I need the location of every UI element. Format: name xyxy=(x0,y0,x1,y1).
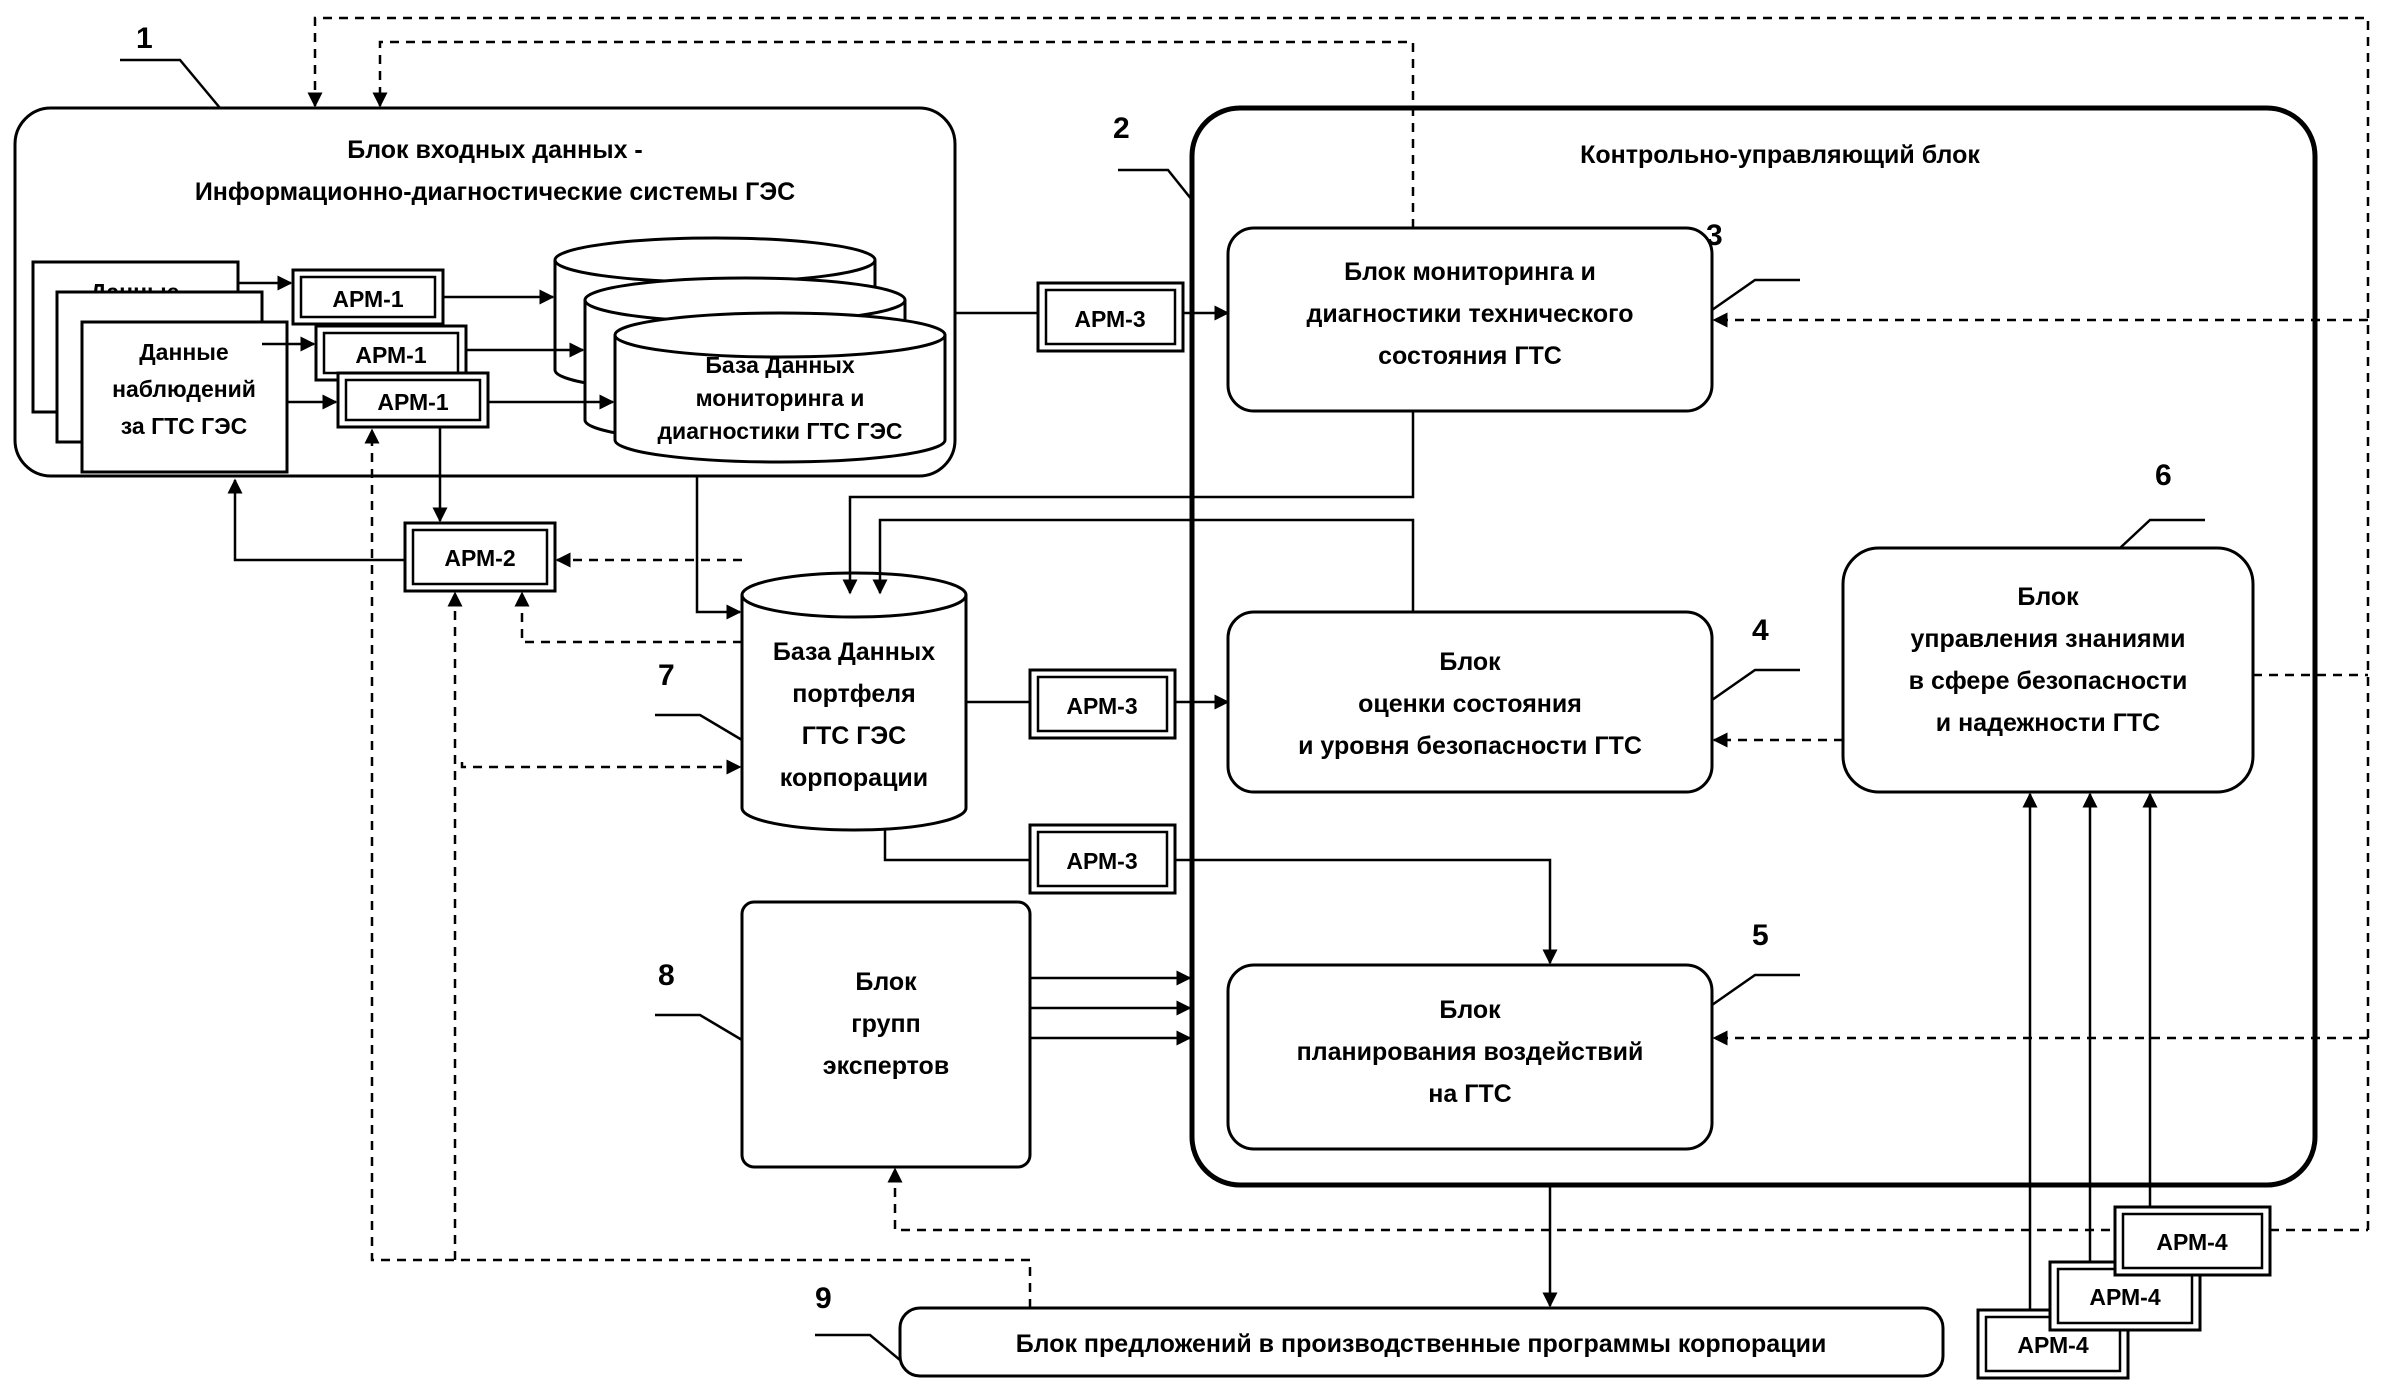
expert-groups-block xyxy=(740,900,1032,1169)
planning-line-3: на ГТС xyxy=(1428,1080,1511,1108)
experts-line-2: групп xyxy=(851,1010,920,1038)
monitoring-line-1: Блок мониторинга и xyxy=(1344,258,1596,286)
arm3-workstation-middle: АРМ-3 xyxy=(1028,668,1177,740)
callout-9: 9 xyxy=(815,1282,832,1315)
planning-block xyxy=(1226,963,1714,1151)
svg-text:АРМ-1: АРМ-1 xyxy=(332,286,403,312)
observation-data-sheet-front xyxy=(80,320,289,474)
dashed-portfolio-to-arm2-bottom xyxy=(514,591,742,644)
arm3-workstation-bottom: АРМ-3 xyxy=(1028,823,1177,895)
input-block-title-2: Информационно-диагностические системы ГЭ… xyxy=(195,178,795,206)
knowledge-line-3: в сфере безопасности xyxy=(1909,667,2188,695)
dashed-to-portfolio-db xyxy=(460,759,742,775)
knowledge-line-1: Блок xyxy=(2017,583,2079,611)
planning-line-1: Блок xyxy=(1439,996,1501,1024)
assessment-line-2: оценки состояния xyxy=(1358,690,1582,718)
assessment-line-3: и уровня безопасности ГТС xyxy=(1298,732,1642,760)
planning-line-2: планирования воздействий xyxy=(1297,1038,1644,1066)
portfolio-db-line-3: ГТС ГЭС xyxy=(802,722,906,750)
svg-text:АРМ-3: АРМ-3 xyxy=(1066,693,1137,719)
knowledge-management-block xyxy=(1841,546,2255,794)
svg-text:АРМ-2: АРМ-2 xyxy=(444,545,515,571)
control-block-title: Контрольно-управляющий блок xyxy=(1580,141,1980,169)
arm3-workstation-top: АРМ-3 xyxy=(1036,281,1185,353)
arm4-workstation-front: АРМ-4 xyxy=(2113,1205,2272,1277)
input-block-title-1: Блок входных данных - xyxy=(347,136,643,164)
portfolio-db-line-4: корпорации xyxy=(780,764,928,792)
monitoring-line-2: диагностики технического xyxy=(1307,300,1634,328)
observation-data-line-2: наблюдений xyxy=(112,376,256,402)
portfolio-database xyxy=(740,595,968,832)
monitoring-block xyxy=(1226,226,1714,413)
proposals-block xyxy=(898,1306,1945,1378)
portfolio-db-line-2: портфеля xyxy=(792,680,915,708)
callout-8: 8 xyxy=(658,959,675,992)
callout-7: 7 xyxy=(658,659,675,692)
arm1-workstation-top: АРМ-1 xyxy=(291,268,445,326)
monitoring-database-stack xyxy=(553,236,947,464)
observation-data-line-1: Данные xyxy=(139,339,228,365)
arrow-arm2-to-input-block xyxy=(227,478,405,562)
arrow-monitoring-db-to-portfolio-db xyxy=(695,475,742,620)
dashed-arm4-to-experts xyxy=(887,1167,2110,1232)
svg-text:АРМ-1: АРМ-1 xyxy=(355,342,426,368)
proposals-label: Блок предложений в производственные прог… xyxy=(1016,1330,1827,1358)
svg-text:АРМ-3: АРМ-3 xyxy=(1074,306,1145,332)
portfolio-db-line-1: База Данных xyxy=(773,638,935,666)
dashed-proposals-to-arm1 xyxy=(364,428,1032,1308)
arm2-workstation: АРМ-2 xyxy=(403,521,557,593)
svg-text:АРМ-4: АРМ-4 xyxy=(2156,1229,2227,1255)
monitoring-db-line-2: мониторинга и xyxy=(696,385,865,411)
callout-5: 5 xyxy=(1752,919,1769,952)
assessment-line-1: Блок xyxy=(1439,648,1501,676)
control-block xyxy=(1189,105,2318,1188)
arrow-arm3-to-planning-block xyxy=(1175,858,1558,965)
svg-text:АРМ-4: АРМ-4 xyxy=(2089,1284,2160,1310)
callout-4: 4 xyxy=(1752,614,1769,647)
arrow-assessment-to-portfolio-db xyxy=(872,518,1415,612)
knowledge-line-2: управления знаниями xyxy=(1910,625,2185,653)
dashed-loop-monitoring-to-input-block xyxy=(372,40,1415,228)
monitoring-db-line-1: База Данных xyxy=(705,352,855,378)
callout-1: 1 xyxy=(136,22,153,55)
svg-text:АРМ-1: АРМ-1 xyxy=(377,389,448,415)
experts-line-1: Блок xyxy=(855,968,917,996)
arrow-monitoring-to-portfolio-db xyxy=(842,411,1415,595)
monitoring-line-3: состояния ГТС xyxy=(1378,342,1562,370)
callout-2: 2 xyxy=(1113,112,1130,145)
experts-line-3: экспертов xyxy=(823,1052,949,1080)
observation-data-line-3: за ГТС ГЭС xyxy=(121,413,247,439)
callout-6: 6 xyxy=(2155,459,2172,492)
arm1-workstation-front: АРМ-1 xyxy=(336,371,490,429)
svg-text:АРМ-3: АРМ-3 xyxy=(1066,848,1137,874)
svg-text:АРМ-4: АРМ-4 xyxy=(2017,1332,2088,1358)
knowledge-line-4: и надежности ГТС xyxy=(1936,709,2161,737)
assessment-block xyxy=(1226,610,1714,794)
monitoring-db-line-3: диагностики ГТС ГЭС xyxy=(657,418,902,444)
callout-3: 3 xyxy=(1706,219,1723,252)
